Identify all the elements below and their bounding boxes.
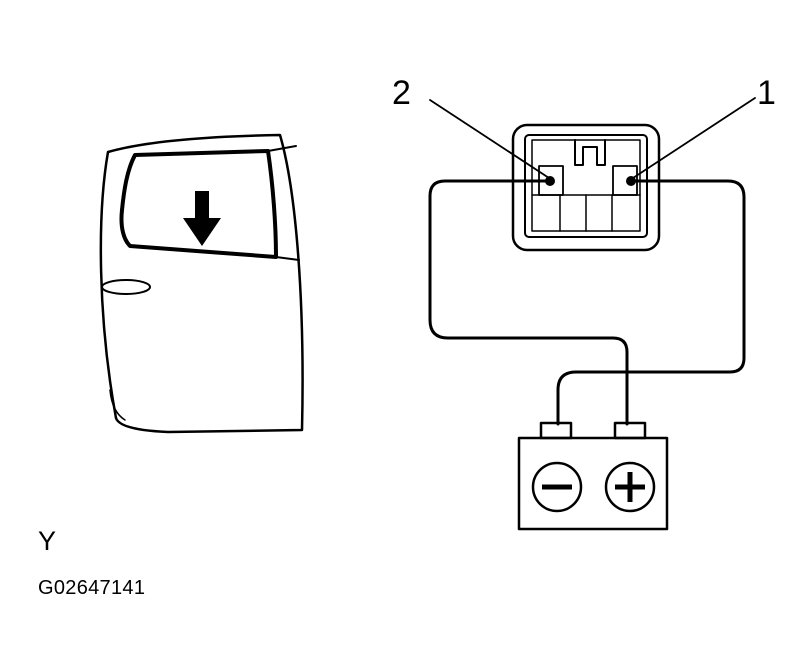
connector-key-notch (574, 139, 606, 166)
connector-outer-housing (511, 123, 661, 252)
battery-case (517, 436, 669, 531)
battery-positive-post (613, 421, 647, 440)
view-label: Y (38, 526, 57, 556)
terminal-1-label: 1 (757, 74, 776, 112)
terminal-1-leader-line (632, 97, 756, 179)
battery-negative-post (539, 421, 573, 440)
door-outline (99, 133, 304, 434)
figure-code: G02647141 (38, 577, 146, 599)
connector-inner-frame (524, 134, 648, 238)
down-arrow-icon (183, 191, 221, 246)
wire-terminal-1-to-battery-negative (556, 179, 746, 426)
battery-negative-circle (531, 461, 583, 513)
door-belt-line (275, 256, 300, 261)
door-lower-crease (109, 389, 126, 421)
battery-positive-circle (604, 461, 656, 513)
terminal-2-label: 2 (392, 74, 411, 112)
terminal-2-leader-line (429, 99, 550, 179)
wire-terminal-2-to-battery-positive (428, 179, 629, 426)
door-window-front-edge (267, 145, 297, 152)
door-illustration (99, 133, 304, 434)
battery (517, 421, 669, 531)
door-handle (101, 279, 151, 295)
door-window (119, 149, 278, 259)
window-motor-connector (511, 123, 661, 252)
